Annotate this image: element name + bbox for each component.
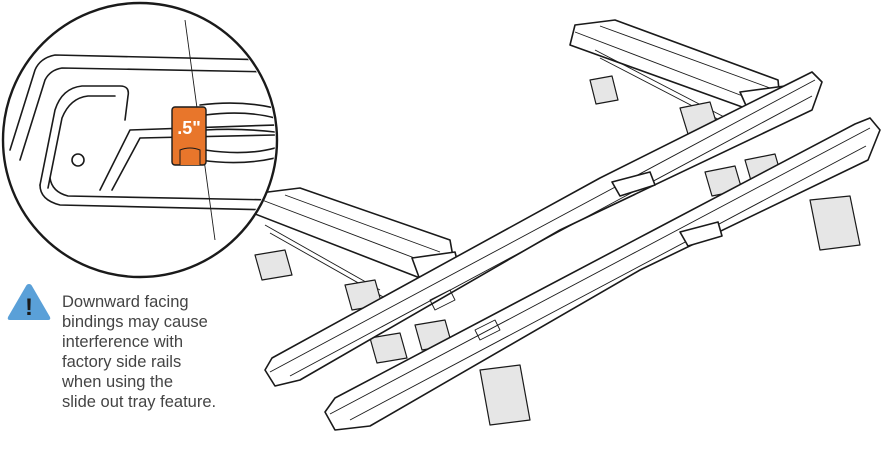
measurement-label: .5" [177, 118, 201, 138]
warning-symbol: ! [25, 294, 33, 321]
ski-upper [264, 71, 823, 387]
ski-lower [324, 117, 881, 431]
warning-note: Downward facing bindings may cause inter… [62, 293, 217, 411]
detail-magnifier: .5" [1, 1, 279, 279]
front-crossbar [249, 187, 531, 426]
warning-exclamation-icon: ! [7, 284, 51, 321]
